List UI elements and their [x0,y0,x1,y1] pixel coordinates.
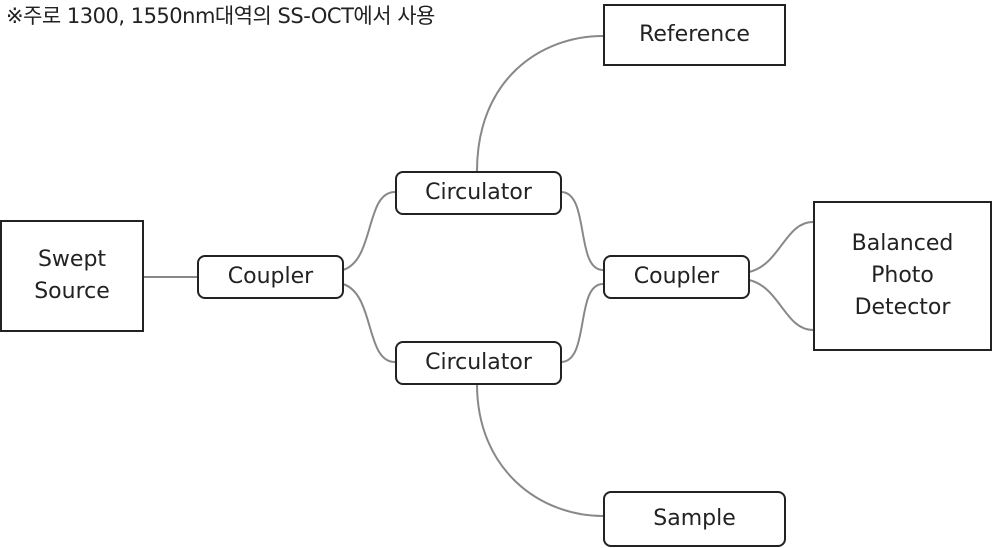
reference-box: Reference [603,4,786,66]
circulator-top-box: Circulator [395,171,562,215]
coupler-out-label: Coupler [633,264,720,289]
wire-coupler-circ-bottom [342,283,396,363]
sample-box: Sample [603,491,786,547]
swept-source-box: Swept Source [0,220,144,332]
wire-circ-bottom-sample [476,383,604,517]
wire-circ-bottom-coupler-out [560,283,604,363]
wire-coupler-circ-top [342,191,396,271]
coupler-in-box: Coupler [197,255,344,299]
wire-coupler-detector-top [748,221,814,273]
sample-label: Sample [653,506,736,531]
detector-box: Balanced Photo Detector [813,201,992,351]
wire-circ-top-coupler-out [560,191,604,271]
wire-coupler-detector-bottom [748,279,814,331]
circulator-bottom-label: Circulator [425,350,532,375]
wire-circ-top-reference [476,35,604,172]
detector-label: Balanced Photo Detector [851,231,954,320]
swept-source-label: Swept Source [34,247,110,304]
coupler-in-label: Coupler [227,264,314,289]
coupler-out-box: Coupler [603,255,750,299]
note-text: ※주로 1300, 1550nm대역의 SS-OCT에서 사용 [6,4,435,28]
reference-label: Reference [639,22,750,47]
circulator-top-label: Circulator [425,180,532,205]
circulator-bottom-box: Circulator [395,341,562,385]
